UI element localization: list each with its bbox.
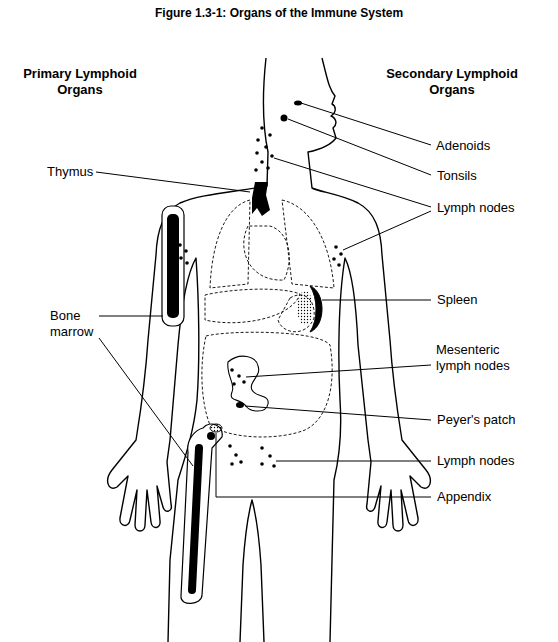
organ-label: Peyer's patch xyxy=(437,412,515,428)
thymus xyxy=(252,182,270,216)
organ-label: Spleen xyxy=(437,292,477,308)
tonsils xyxy=(281,115,288,122)
spleen xyxy=(310,286,322,332)
figure-title: Figure 1.3-1: Organs of the Immune Syste… xyxy=(155,5,403,21)
small-intestine xyxy=(228,356,268,411)
adenoids xyxy=(294,101,302,106)
body-outline xyxy=(108,58,431,642)
organ-label: Appendix xyxy=(437,489,491,505)
organ-outlines xyxy=(202,200,334,437)
organ-label: Thymus xyxy=(47,164,93,180)
leader-lines xyxy=(96,103,431,497)
bone-marrow xyxy=(207,432,215,440)
organ-label: Lymph nodes xyxy=(437,200,515,216)
peyers-patch xyxy=(236,402,244,408)
organ-label: Adenoids xyxy=(436,138,490,154)
organ-label: Tonsils xyxy=(437,168,477,184)
organ-label: Lymph nodes xyxy=(437,453,515,469)
spleen-dotted xyxy=(297,291,313,325)
lymph-node-dots xyxy=(178,126,343,468)
appendix xyxy=(210,424,222,432)
organ-label: Bone marrow xyxy=(50,308,100,340)
bone-marrow xyxy=(192,448,199,590)
organ-label: Mesenteric lymph nodes xyxy=(436,342,526,374)
bone-marrow xyxy=(167,214,179,318)
group-heading: Primary Lymphoid Organs xyxy=(16,66,144,98)
humerus-bone xyxy=(162,206,184,326)
group-heading: Secondary Lymphoid Organs xyxy=(376,66,528,98)
